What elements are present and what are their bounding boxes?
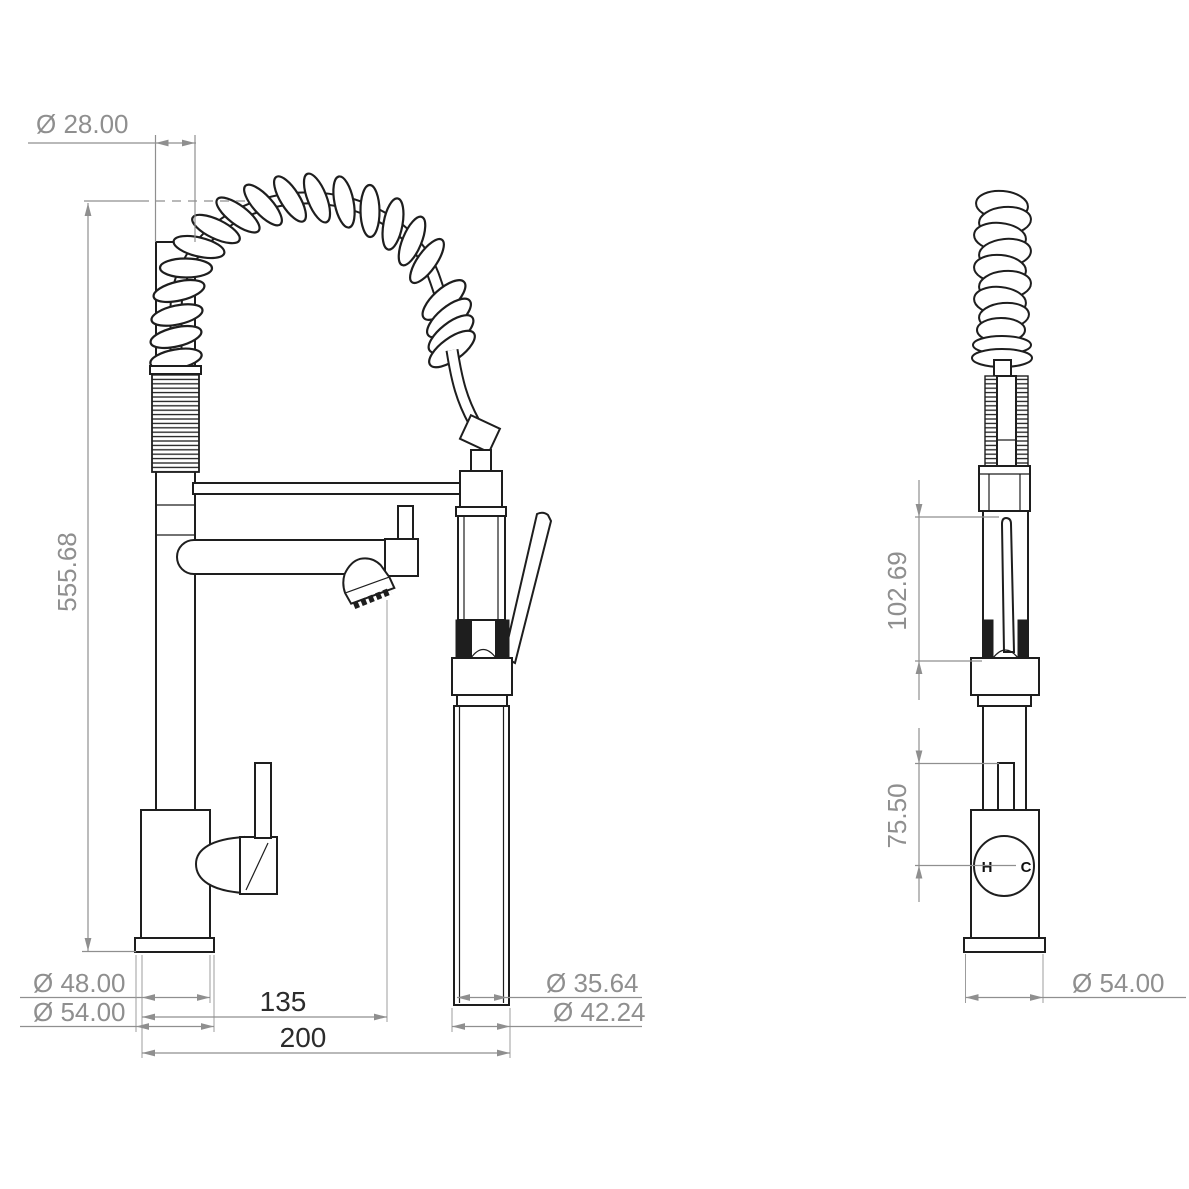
handle-lever bbox=[254, 762, 272, 839]
spout-block bbox=[384, 538, 419, 577]
hose-side bbox=[993, 359, 1012, 377]
trigger-side bbox=[1000, 516, 1016, 653]
dim-height-label: 555.68 bbox=[52, 532, 82, 612]
sprayer-wand bbox=[453, 705, 510, 1006]
dimension-handle-to-center: 75.50 bbox=[882, 728, 1016, 902]
dimension-wand-diameter: Ø 35.64 bbox=[457, 968, 642, 1001]
sprayer-trigger bbox=[502, 511, 553, 665]
rib-right bbox=[1015, 375, 1029, 467]
faucet-side-view: H C bbox=[963, 189, 1046, 953]
dimension-spout-reach: 135 bbox=[142, 600, 388, 1022]
neck-left-side bbox=[982, 619, 994, 659]
spring-coil bbox=[149, 172, 476, 371]
dimension-body-diameter: Ø 48.00 bbox=[20, 955, 211, 1058]
dimension-sprayer-length: 102.69 bbox=[882, 480, 999, 700]
sprayer-mount-block bbox=[459, 470, 503, 508]
dim-wand-outer-diameter-label: Ø 42.24 bbox=[553, 997, 646, 1027]
dimension-base-diameter: Ø 54.00 bbox=[20, 955, 215, 1032]
sprayer-neck-left bbox=[455, 619, 472, 659]
sprayer-head bbox=[451, 657, 513, 696]
handle-housing bbox=[239, 836, 278, 895]
hose-fitting bbox=[458, 413, 502, 454]
spring-coil-side bbox=[971, 189, 1033, 368]
dimension-overall-reach: 200 bbox=[142, 1008, 511, 1058]
neck-right-side bbox=[1017, 619, 1029, 659]
base-plate bbox=[134, 937, 215, 953]
sprayer-neck-right bbox=[495, 619, 510, 659]
dim-base-diameter-label: Ø 54.00 bbox=[33, 997, 126, 1027]
rib-center-tube bbox=[996, 375, 1017, 467]
sprayer-step-side bbox=[977, 694, 1032, 707]
sprayer-neck-center bbox=[470, 619, 497, 659]
sprayer-body bbox=[457, 515, 506, 621]
dim-handle-to-center-label: 75.50 bbox=[882, 783, 912, 848]
dimension-top-diameter: Ø 28.00 bbox=[28, 109, 196, 242]
rib-left bbox=[984, 375, 998, 467]
handle-cam bbox=[194, 835, 245, 895]
spring-end-ring bbox=[149, 365, 202, 375]
dim-top-diameter-label: Ø 28.00 bbox=[36, 109, 129, 139]
support-arm bbox=[192, 482, 461, 495]
base-plate-side bbox=[963, 937, 1046, 953]
spring-dense-section bbox=[151, 373, 200, 473]
dimensions: Ø 28.00 555.68 Ø 48.00 bbox=[20, 109, 1186, 1058]
dimension-overall-height: 555.68 bbox=[52, 200, 245, 953]
sprayer-head-side bbox=[970, 657, 1040, 696]
collar-side bbox=[978, 465, 1031, 512]
sprayer-inlet-tube bbox=[470, 449, 492, 473]
faucet-front-view bbox=[134, 172, 553, 1006]
dim-spout-reach-label: 135 bbox=[260, 986, 307, 1017]
dim-base-diameter-side-label: Ø 54.00 bbox=[1072, 968, 1165, 998]
dim-sprayer-length-label: 102.69 bbox=[882, 551, 912, 631]
dim-wand-diameter-label: Ø 35.64 bbox=[546, 968, 639, 998]
dimension-wand-outer-diameter: Ø 42.24 bbox=[451, 997, 646, 1032]
spout-knob bbox=[397, 505, 414, 541]
dimension-base-diameter-side: Ø 54.00 bbox=[965, 954, 1186, 1003]
sprayer-collar bbox=[455, 506, 507, 517]
cold-label: C bbox=[1021, 859, 1032, 876]
dim-overall-reach-label: 200 bbox=[280, 1022, 327, 1053]
dim-body-diameter-label: Ø 48.00 bbox=[33, 968, 126, 998]
sprayer-step bbox=[456, 694, 508, 707]
hot-label: H bbox=[982, 859, 993, 876]
spout-nozzle bbox=[342, 557, 396, 610]
